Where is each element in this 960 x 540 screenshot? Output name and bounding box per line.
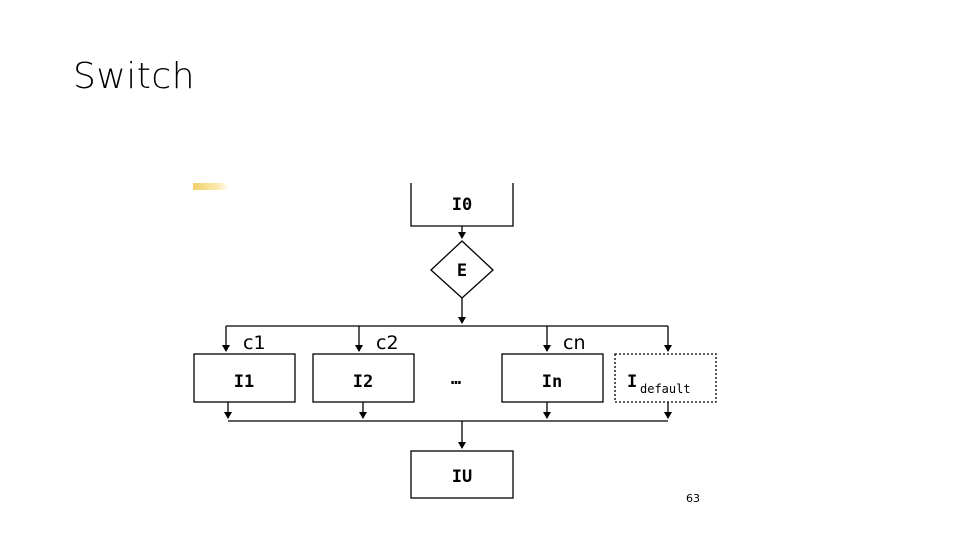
- block-i0-label: I0: [452, 195, 472, 215]
- case-label-cn: cn: [563, 332, 586, 354]
- block-i1: [193, 353, 296, 403]
- decorative-accent-bar: [193, 183, 229, 190]
- case-label-c1: c1: [243, 332, 266, 354]
- block-i2-label: I2: [353, 372, 373, 392]
- block-iu-label: IU: [452, 467, 472, 487]
- decision-label: E: [457, 261, 467, 281]
- slide-title: Switch: [73, 56, 196, 97]
- cases-ellipsis: …: [451, 369, 461, 389]
- block-in-label: In: [542, 372, 562, 392]
- block-i1-label: I1: [234, 372, 254, 392]
- block-default-label: I: [627, 372, 637, 392]
- page-number: 63: [686, 492, 700, 505]
- block-in: [501, 353, 604, 403]
- case-label-c2: c2: [376, 332, 399, 354]
- block-default: [614, 353, 717, 403]
- block-default-subscript: default: [640, 382, 691, 396]
- block-iu: [410, 450, 514, 499]
